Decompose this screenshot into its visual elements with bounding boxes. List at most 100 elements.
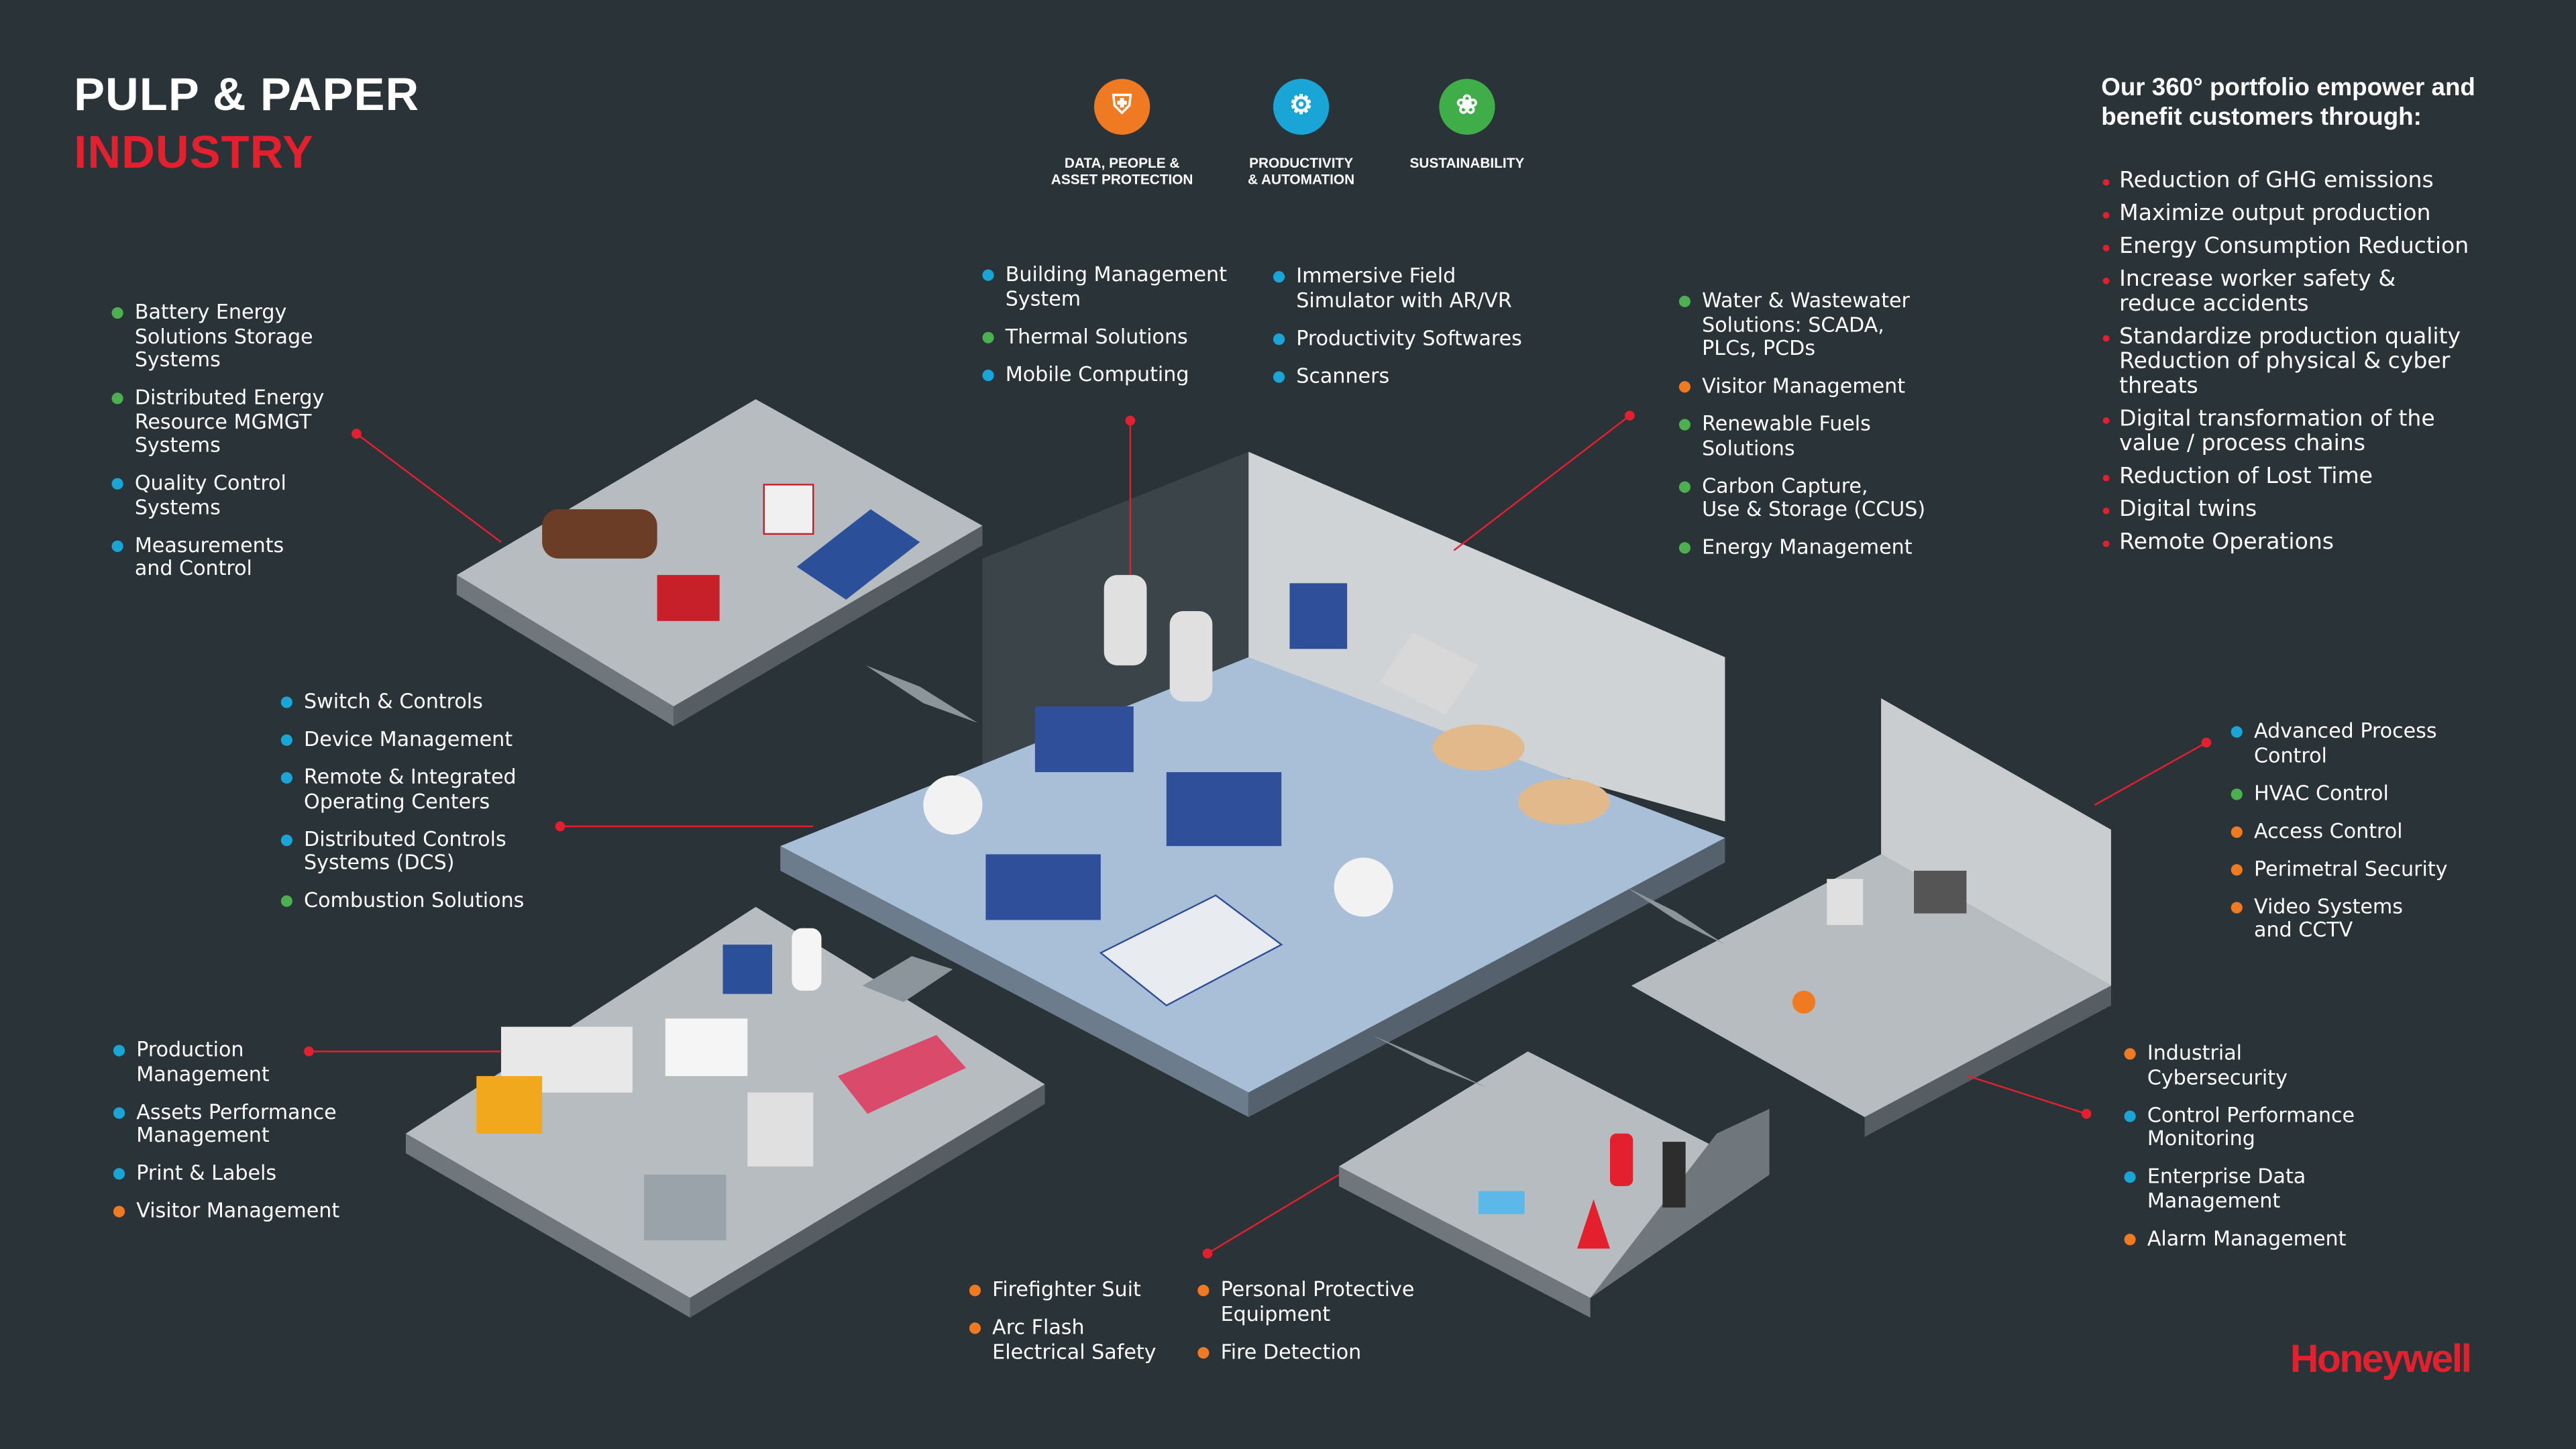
list-item-label: Visitor Management bbox=[136, 1199, 340, 1223]
bullet-red-icon bbox=[2102, 277, 2110, 284]
list-item-label: Building Management System bbox=[1005, 262, 1227, 310]
bullet-red-icon bbox=[2102, 244, 2110, 252]
list-item: Thermal Solutions bbox=[982, 325, 1226, 349]
bullet-blue-icon bbox=[1273, 370, 1285, 382]
list-item-label: Renewable Fuels Solutions bbox=[1702, 412, 1871, 460]
bullet-blue-icon bbox=[113, 1168, 125, 1180]
bullet-orange-icon bbox=[2231, 825, 2243, 837]
benefit-label: Increase worker safety & reduce accident… bbox=[2119, 266, 2396, 317]
bullet-blue-icon bbox=[111, 478, 123, 490]
benefits-heading: Our 360° portfolio empower and benefit c… bbox=[2101, 74, 2475, 131]
bullet-blue-icon bbox=[1273, 271, 1285, 283]
gear-arrow-icon: ⚙ bbox=[1273, 78, 1330, 135]
list-item: Alarm Management bbox=[2124, 1226, 2355, 1250]
pillar-label: SUSTAINABILITY bbox=[1409, 154, 1525, 171]
bullet-green-icon bbox=[2231, 788, 2243, 800]
list-item-label: Arc Flash Electrical Safety bbox=[992, 1316, 1157, 1363]
list-item: Personal Protective Equipment bbox=[1197, 1278, 1414, 1326]
benefit-item: Standardize production quality Reduction… bbox=[2102, 325, 2469, 399]
list-item-label: Industrial Cybersecurity bbox=[2147, 1041, 2288, 1089]
list-item: Remote & Integrated Operating Centers bbox=[280, 765, 525, 813]
benefit-item: Energy Consumption Reduction bbox=[2102, 234, 2469, 260]
bullet-orange-icon bbox=[969, 1322, 981, 1334]
list-item: Advanced Process Control bbox=[2231, 720, 2448, 767]
control-room-wall bbox=[1881, 698, 2111, 986]
list-item-label: Battery Energy Solutions Storage Systems bbox=[134, 301, 313, 372]
list-item-label: Thermal Solutions bbox=[1005, 324, 1188, 347]
bullet-blue-icon bbox=[1273, 332, 1285, 345]
list-item-label: Immersive Field Simulator with AR/VR bbox=[1296, 264, 1512, 312]
list-item-label: Mobile Computing bbox=[1005, 362, 1189, 386]
bullet-green-icon bbox=[1678, 419, 1691, 431]
bullet-orange-icon bbox=[113, 1205, 125, 1218]
list-item: Distributed Energy Resource MGMGT System… bbox=[111, 386, 324, 458]
list-item-label: Personal Protective Equipment bbox=[1220, 1278, 1415, 1326]
bullet-blue-icon bbox=[280, 734, 292, 746]
page-subtitle: INDUSTRY bbox=[74, 126, 314, 178]
bullet-orange-icon bbox=[2231, 863, 2243, 875]
list-item-label: Combustion Solutions bbox=[304, 888, 525, 912]
list-item: Quality Control Systems bbox=[111, 471, 325, 519]
bullet-red-icon bbox=[2102, 507, 2110, 515]
list-item: Visitor Management bbox=[1678, 374, 1925, 398]
list-item: Building Management System bbox=[982, 262, 1227, 311]
energy-area-floor bbox=[456, 399, 983, 707]
benefit-item: Increase worker safety & reduce accident… bbox=[2102, 266, 2469, 317]
list-item-label: Energy Management bbox=[1702, 535, 1913, 559]
list-item-label: Measurements and Control bbox=[134, 533, 284, 580]
bullet-green-icon bbox=[1678, 295, 1691, 307]
list-energy-solutions: Battery Energy Solutions Storage Systems… bbox=[111, 301, 325, 594]
benefit-label: Reduction of GHG emissions bbox=[2119, 167, 2434, 194]
list-item-label: Enterprise Data Management bbox=[2147, 1165, 2306, 1212]
benefit-item: Digital transformation of the value / pr… bbox=[2102, 405, 2469, 457]
bullet-green-icon bbox=[280, 895, 292, 907]
bullet-orange-icon bbox=[1678, 381, 1691, 393]
bullet-orange-icon bbox=[2124, 1232, 2136, 1245]
benefit-item: Digital twins bbox=[2102, 497, 2469, 523]
list-item-label: Print & Labels bbox=[136, 1161, 277, 1185]
list-item: Fire Detection bbox=[1197, 1340, 1414, 1364]
pillar-protection: ⛨ DATA, PEOPLE & ASSET PROTECTION bbox=[1015, 78, 1228, 187]
list-item-label: Production Management bbox=[136, 1038, 270, 1085]
list-item-label: Carbon Capture, Use & Storage (CCUS) bbox=[1702, 474, 1926, 521]
pillar-productivity: ⚙ PRODUCTIVITY & AUTOMATION bbox=[1194, 78, 1407, 187]
bullet-red-icon bbox=[2102, 335, 2110, 342]
warehouse-area-floor bbox=[405, 906, 1045, 1298]
list-item: HVAC Control bbox=[2231, 781, 2448, 805]
benefit-item: Maximize output production bbox=[2102, 201, 2469, 227]
main-hall-wall-right bbox=[1248, 451, 1725, 822]
list-item-label: Assets Performance Management bbox=[136, 1099, 337, 1147]
plant-hand-icon: ❀ bbox=[1439, 78, 1495, 135]
list-item: Distributed Controls Systems (DCS) bbox=[280, 827, 525, 875]
benefit-label: Digital transformation of the value / pr… bbox=[2119, 405, 2435, 457]
list-item: Access Control bbox=[2231, 819, 2448, 843]
list-item: Scanners bbox=[1273, 364, 1522, 388]
list-item-label: Alarm Management bbox=[2147, 1226, 2347, 1250]
bullet-orange-icon bbox=[969, 1285, 981, 1297]
list-item-label: Quality Control Systems bbox=[134, 471, 286, 519]
bullet-orange-icon bbox=[1197, 1285, 1210, 1297]
list-item: Print & Labels bbox=[113, 1161, 339, 1185]
list-sustainability-solutions: Water & Wastewater Solutions: SCADA, PLC… bbox=[1678, 289, 1926, 574]
list-item: Production Management bbox=[113, 1038, 339, 1086]
bullet-blue-icon bbox=[2231, 726, 2243, 738]
bullet-red-icon bbox=[2102, 211, 2110, 219]
list-item: Renewable Fuels Solutions bbox=[1678, 412, 1925, 460]
bullet-blue-icon bbox=[2124, 1110, 2136, 1122]
list-item: Video Systems and CCTV bbox=[2231, 894, 2448, 942]
list-item: Perimetral Security bbox=[2231, 857, 2448, 881]
list-item: Immersive Field Simulator with AR/VR bbox=[1273, 264, 1522, 312]
bullet-orange-icon bbox=[2231, 901, 2243, 913]
bullet-blue-icon bbox=[280, 696, 292, 708]
list-item-label: Distributed Controls Systems (DCS) bbox=[304, 827, 506, 874]
list-item-label: Advanced Process Control bbox=[2254, 719, 2437, 767]
benefit-item: Remote Operations bbox=[2102, 530, 2469, 555]
bullet-blue-icon bbox=[2124, 1171, 2136, 1183]
list-item-label: Perimetral Security bbox=[2254, 857, 2448, 880]
